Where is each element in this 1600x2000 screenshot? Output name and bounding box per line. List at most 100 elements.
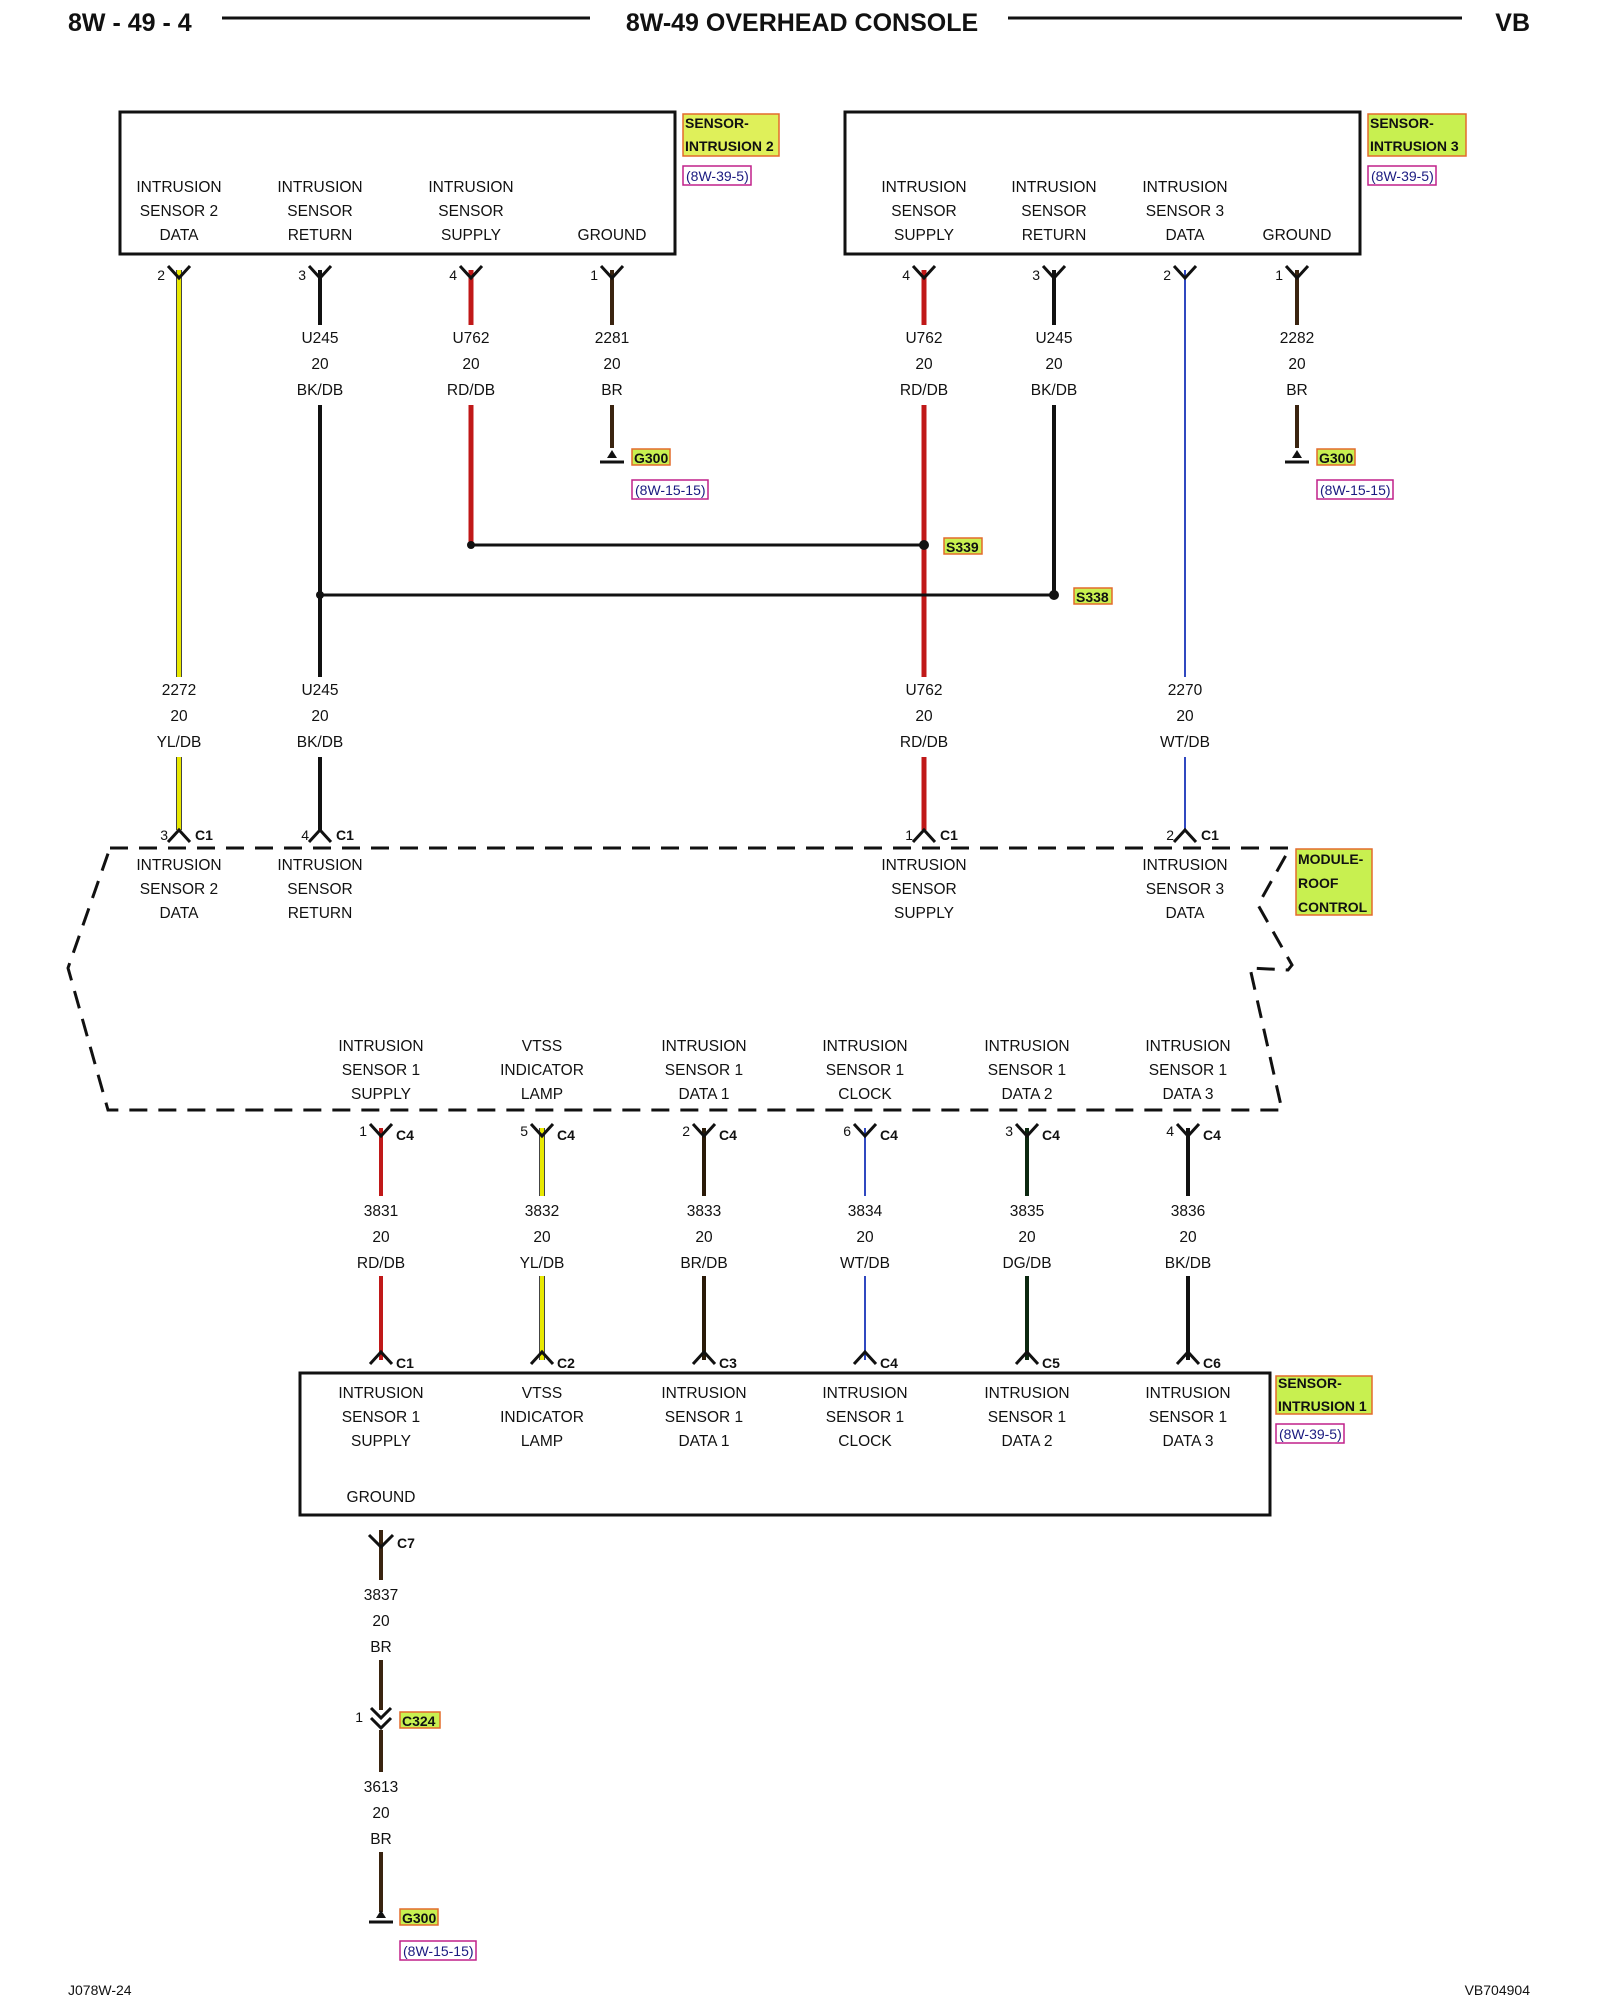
pin-label: INTRUSION [984, 1385, 1069, 1402]
pin-label: GROUND [578, 227, 647, 244]
pin-label: SENSOR 2 [140, 203, 218, 220]
color-label: RD/DB [447, 382, 495, 399]
sensor-3-ref[interactable]: (8W-39-5) [1371, 168, 1434, 184]
pin-number: 3 [298, 267, 306, 283]
connector-fork [1175, 1349, 1201, 1366]
pin-label: SENSOR [287, 203, 352, 220]
pin-label: INDICATOR [500, 1062, 584, 1079]
color-label: BK/DB [1031, 382, 1078, 399]
color-label: WT/DB [840, 1255, 890, 1272]
gauge-label: 20 [372, 1229, 390, 1246]
pin-label: INTRUSION [136, 179, 221, 196]
splice-s338-label[interactable]: S338 [1076, 589, 1109, 605]
connector-label: C6 [1203, 1355, 1221, 1371]
pin-number: 1 [590, 267, 598, 283]
circuit-label: U245 [301, 330, 338, 347]
pin-label: SENSOR 1 [988, 1409, 1066, 1426]
pin-number: 6 [843, 1123, 851, 1139]
pin-label: SENSOR 1 [988, 1062, 1066, 1079]
module-top-pin-labels: INTRUSION SENSOR 2 DATA INTRUSION SENSOR… [136, 857, 1227, 922]
pin-label: INTRUSION [1142, 857, 1227, 874]
ground-label[interactable]: G300 [1319, 450, 1353, 466]
sensor-2-name-tag-bg [682, 113, 780, 157]
pin-label: SENSOR 1 [665, 1062, 743, 1079]
connector-label: C4 [1203, 1127, 1221, 1143]
splices: S339 S338 [316, 537, 1113, 605]
pin-label: SENSOR 1 [665, 1409, 743, 1426]
module-name-l3: CONTROL [1298, 899, 1368, 915]
ground-arrow [1292, 450, 1302, 458]
connector-label: C1 [940, 827, 958, 843]
color-label: BR [370, 1831, 392, 1848]
circuit-label: 3834 [848, 1203, 883, 1220]
gauge-label: 20 [1179, 1229, 1197, 1246]
color-label: BK/DB [297, 382, 344, 399]
pin-number: 1 [905, 827, 913, 843]
pin-label: SENSOR 3 [1146, 203, 1224, 220]
ground-ref[interactable]: (8W-15-15) [1320, 482, 1391, 498]
pin-label: SENSOR [438, 203, 503, 220]
circuit-label: 3831 [364, 1203, 398, 1220]
connector-fork [1172, 827, 1198, 844]
pin-label: SENSOR [891, 881, 956, 898]
connector-label: C1 [396, 1355, 414, 1371]
pin-label: CLOCK [838, 1433, 892, 1450]
ground-g300-sensor2: G300 (8W-15-15) [600, 448, 709, 500]
sensor-3-pin-labels: INTRUSION SENSOR SUPPLY INTRUSION SENSOR… [881, 179, 1331, 244]
splice-s339-tag [943, 537, 983, 555]
pin-label: DATA 2 [1001, 1086, 1052, 1103]
wire-label-mask [997, 1196, 1057, 1276]
ground-ref[interactable]: (8W-15-15) [403, 1943, 474, 1959]
gauge-label: 20 [311, 708, 329, 725]
module-roof-control-outline [66, 846, 1294, 1112]
color-label: YL/DB [520, 1255, 565, 1272]
connector-fork [599, 264, 625, 281]
color-label: BK/DB [297, 734, 344, 751]
pin-label: INTRUSION [136, 857, 221, 874]
circuit-label: 2270 [1168, 682, 1203, 699]
sensor-1-ref[interactable]: (8W-39-5) [1279, 1426, 1342, 1442]
sensor-3-name-l2: INTRUSION 3 [1370, 138, 1459, 154]
pin-label: INTRUSION [277, 857, 362, 874]
wire-label-mask [835, 1196, 895, 1276]
pin-label: SENSOR 3 [1146, 881, 1224, 898]
pin-label: GROUND [1263, 227, 1332, 244]
sensor-2-ref[interactable]: (8W-39-5) [686, 168, 749, 184]
pin-label: VTSS [522, 1038, 562, 1055]
pin-label: DATA 3 [1162, 1086, 1213, 1103]
connector-fork [367, 1533, 395, 1550]
connector-label: C1 [336, 827, 354, 843]
splice-s339-label[interactable]: S339 [946, 539, 979, 555]
circuit-label: 3835 [1010, 1203, 1044, 1220]
circuit-label: 3837 [364, 1587, 398, 1604]
circuit-label: 3613 [364, 1779, 398, 1796]
ground-label[interactable]: G300 [402, 1910, 436, 1926]
color-label: YL/DB [157, 734, 202, 751]
ground-arrow [376, 1910, 386, 1918]
connector-fork [368, 1349, 394, 1366]
circuit-label: U762 [452, 330, 489, 347]
pin-number: 1 [355, 1709, 363, 1725]
pin-label: INTRUSION [881, 857, 966, 874]
ground-g300-sensor3: G300 (8W-15-15) [1285, 448, 1394, 500]
connector-label: C4 [719, 1127, 737, 1143]
sensor-2-3-wire-labels: U245 20 BK/DB U762 20 RD/DB 2281 20 BR U… [297, 330, 1315, 399]
footer-left-code: J078W-24 [68, 1982, 132, 1998]
circuit-label: 2281 [595, 330, 629, 347]
gauge-label: 20 [915, 356, 933, 373]
inline-connector-label[interactable]: C324 [402, 1713, 436, 1729]
splice-dot [467, 541, 475, 549]
connector-fork [307, 264, 333, 281]
ground-ref[interactable]: (8W-15-15) [635, 482, 706, 498]
sensor-intrusion-1-box [298, 1371, 1272, 1517]
pin-number: 2 [1163, 267, 1171, 283]
ground-ref-box [631, 479, 709, 500]
circuit-label: U762 [905, 330, 942, 347]
connector-fork [1284, 264, 1310, 281]
connector-fork [1041, 264, 1067, 281]
wire-label-mask [1158, 1196, 1218, 1276]
pin-label: LAMP [521, 1086, 563, 1103]
ground-label[interactable]: G300 [634, 450, 668, 466]
